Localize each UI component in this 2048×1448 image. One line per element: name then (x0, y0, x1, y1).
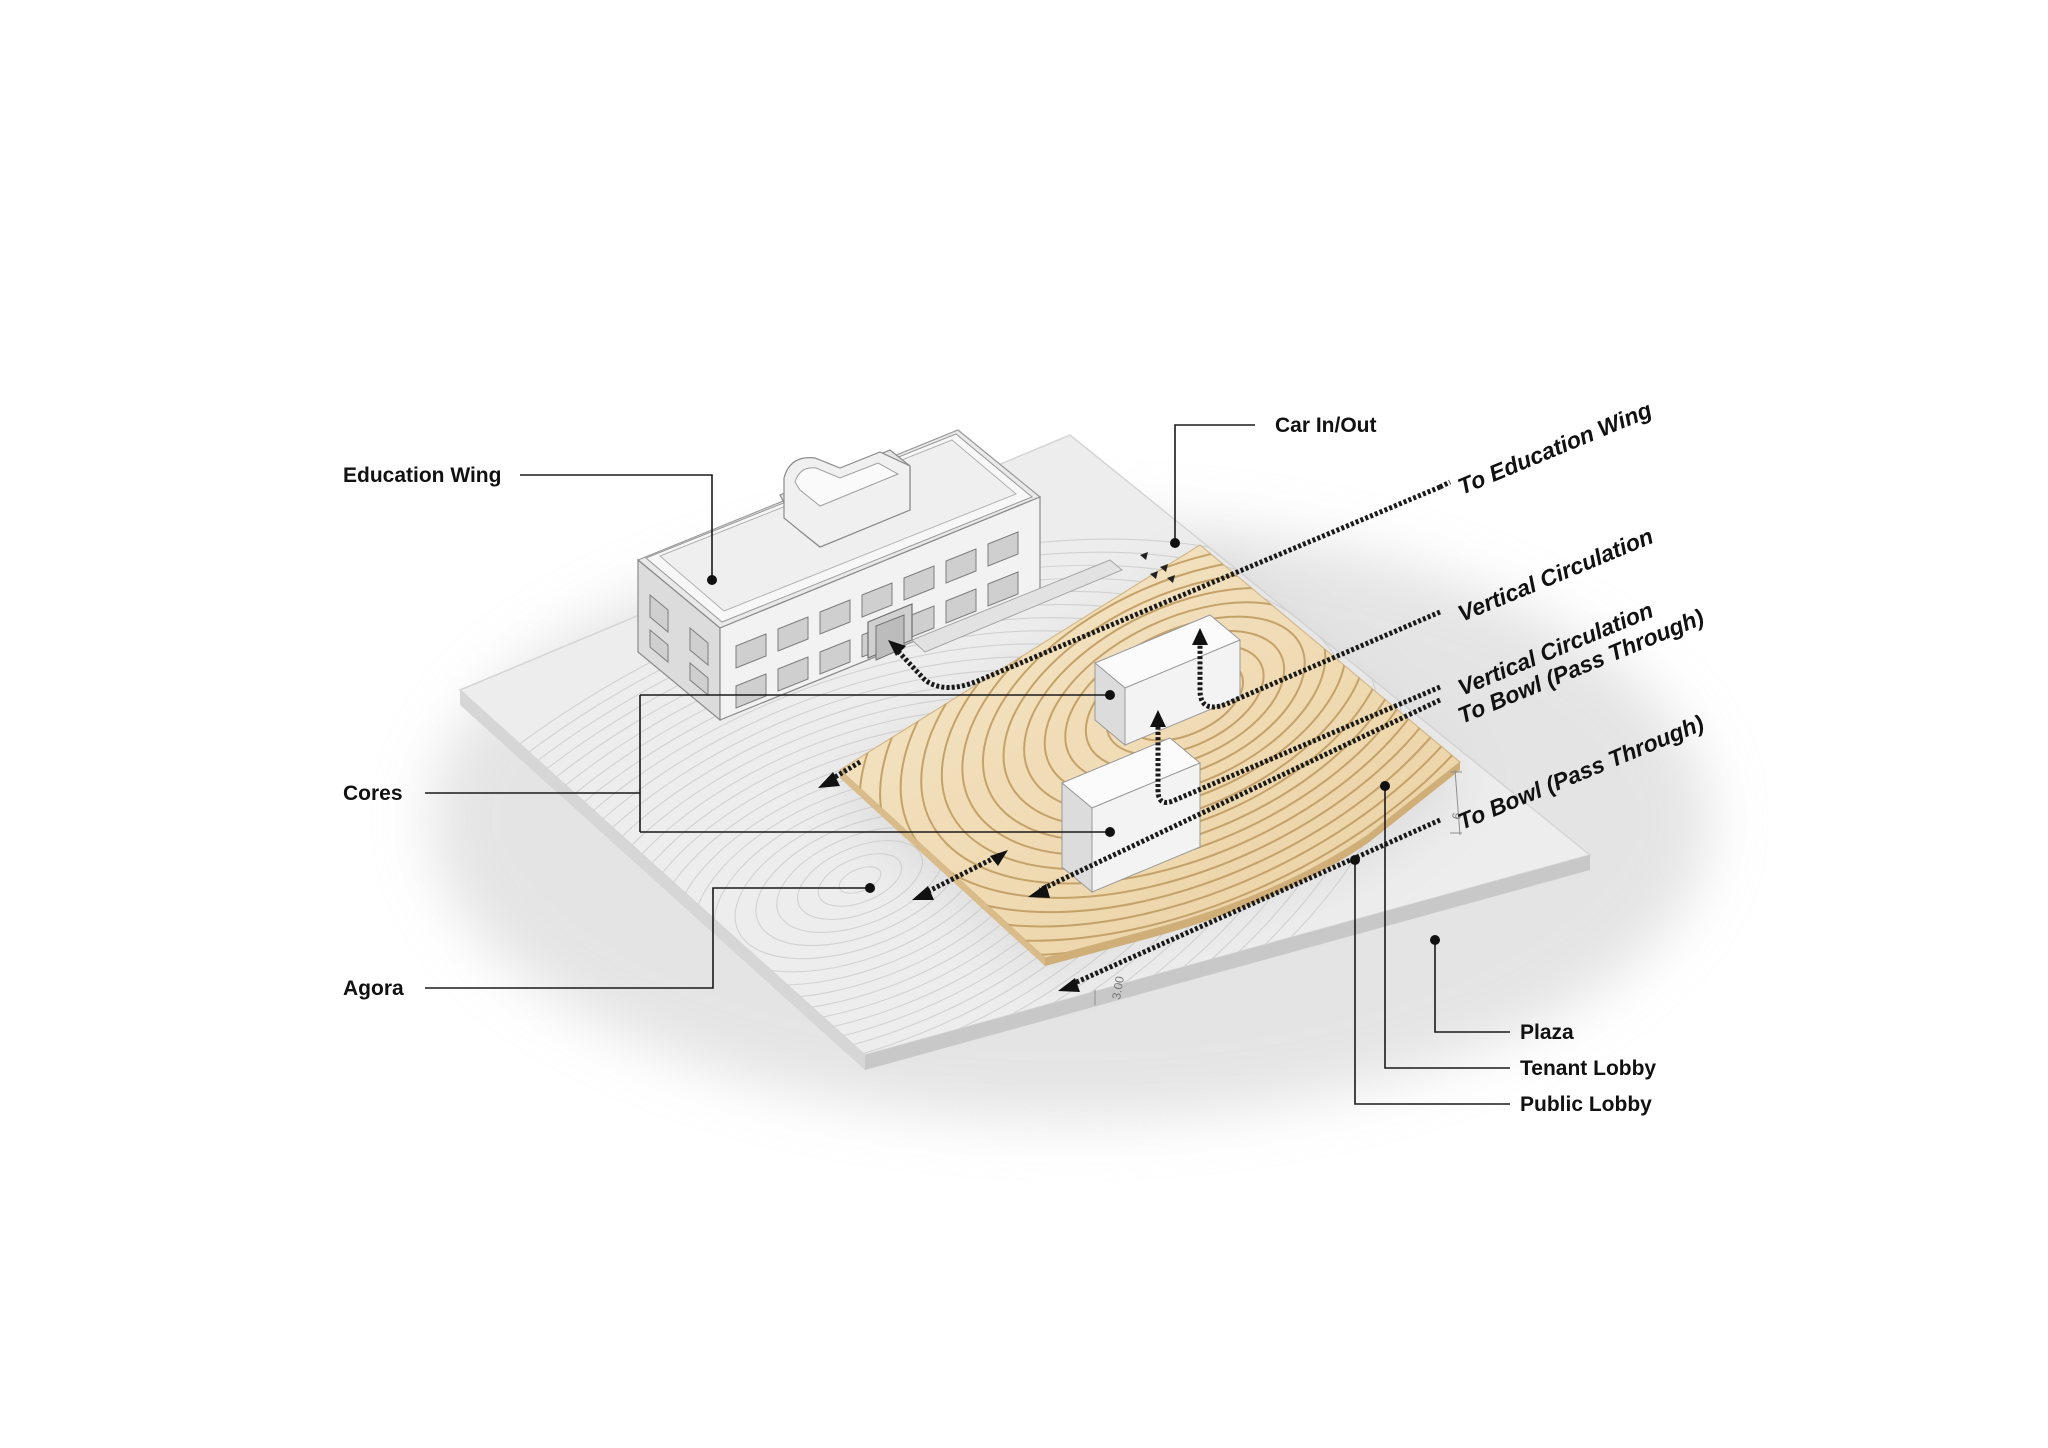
dimension-a: 3.00 (1109, 975, 1127, 1001)
building-window (987, 531, 1019, 567)
building-window (735, 633, 767, 669)
dimension-marks (1094, 769, 1462, 1005)
arrowhead-to-bowl-2 (1058, 978, 1080, 992)
arrowhead-agora-link-b (990, 850, 1008, 866)
building-window (987, 571, 1019, 607)
flow-arrow-vertical-circulation-1 (1197, 609, 1441, 710)
label-agora: Agora (343, 977, 404, 1000)
label-public-lobby: Public Lobby (1520, 1093, 1652, 1116)
arrowhead-agora-link-a (912, 886, 934, 900)
car-in-out-marker (1140, 552, 1175, 583)
flow-label-leaders (1438, 479, 1452, 490)
label-car-in-out: Car In/Out (1275, 414, 1377, 437)
flow-arrow-left-exit (828, 759, 862, 783)
label-education-wing: Education Wing (343, 464, 501, 487)
building-window (861, 582, 893, 618)
label-to-education-wing: To Education Wing (1454, 396, 1655, 499)
label-cores: Cores (343, 782, 403, 805)
arrowhead-left-exit (818, 772, 840, 788)
bowl-terrace-ring (1064, 615, 1306, 785)
building-window (777, 656, 809, 692)
building-window (819, 639, 851, 675)
label-tenant-lobby: Tenant Lobby (1520, 1057, 1656, 1080)
arrowhead-vertical-circulation-1 (1192, 628, 1208, 645)
building-window (777, 616, 809, 652)
agora-ring (817, 853, 903, 907)
flow-arrow-to-education-wing (893, 484, 1441, 690)
label-plaza: Plaza (1520, 1021, 1574, 1044)
flow-arrow-to-bowl-1 (1038, 697, 1442, 893)
callout-leaders (425, 424, 1510, 1105)
building-window (819, 599, 851, 635)
building-window (735, 673, 767, 709)
arrowhead-vertical-circulation-2 (1150, 710, 1166, 727)
flow-arrow-vertical-circulation-2 (1155, 684, 1441, 805)
building-window (903, 565, 935, 601)
core-upper (1094, 614, 1241, 747)
dimension-b: 6 (1449, 811, 1464, 820)
arrowhead-to-education-wing (888, 640, 906, 656)
flow-arrows (818, 484, 1442, 992)
education-wing-building (636, 429, 1123, 722)
building-window (945, 548, 977, 584)
building-window (945, 588, 977, 624)
arrowhead-to-bowl-1 (1028, 884, 1050, 898)
flow-arrow-agora-link (923, 852, 1002, 896)
core-lower (1061, 737, 1201, 894)
